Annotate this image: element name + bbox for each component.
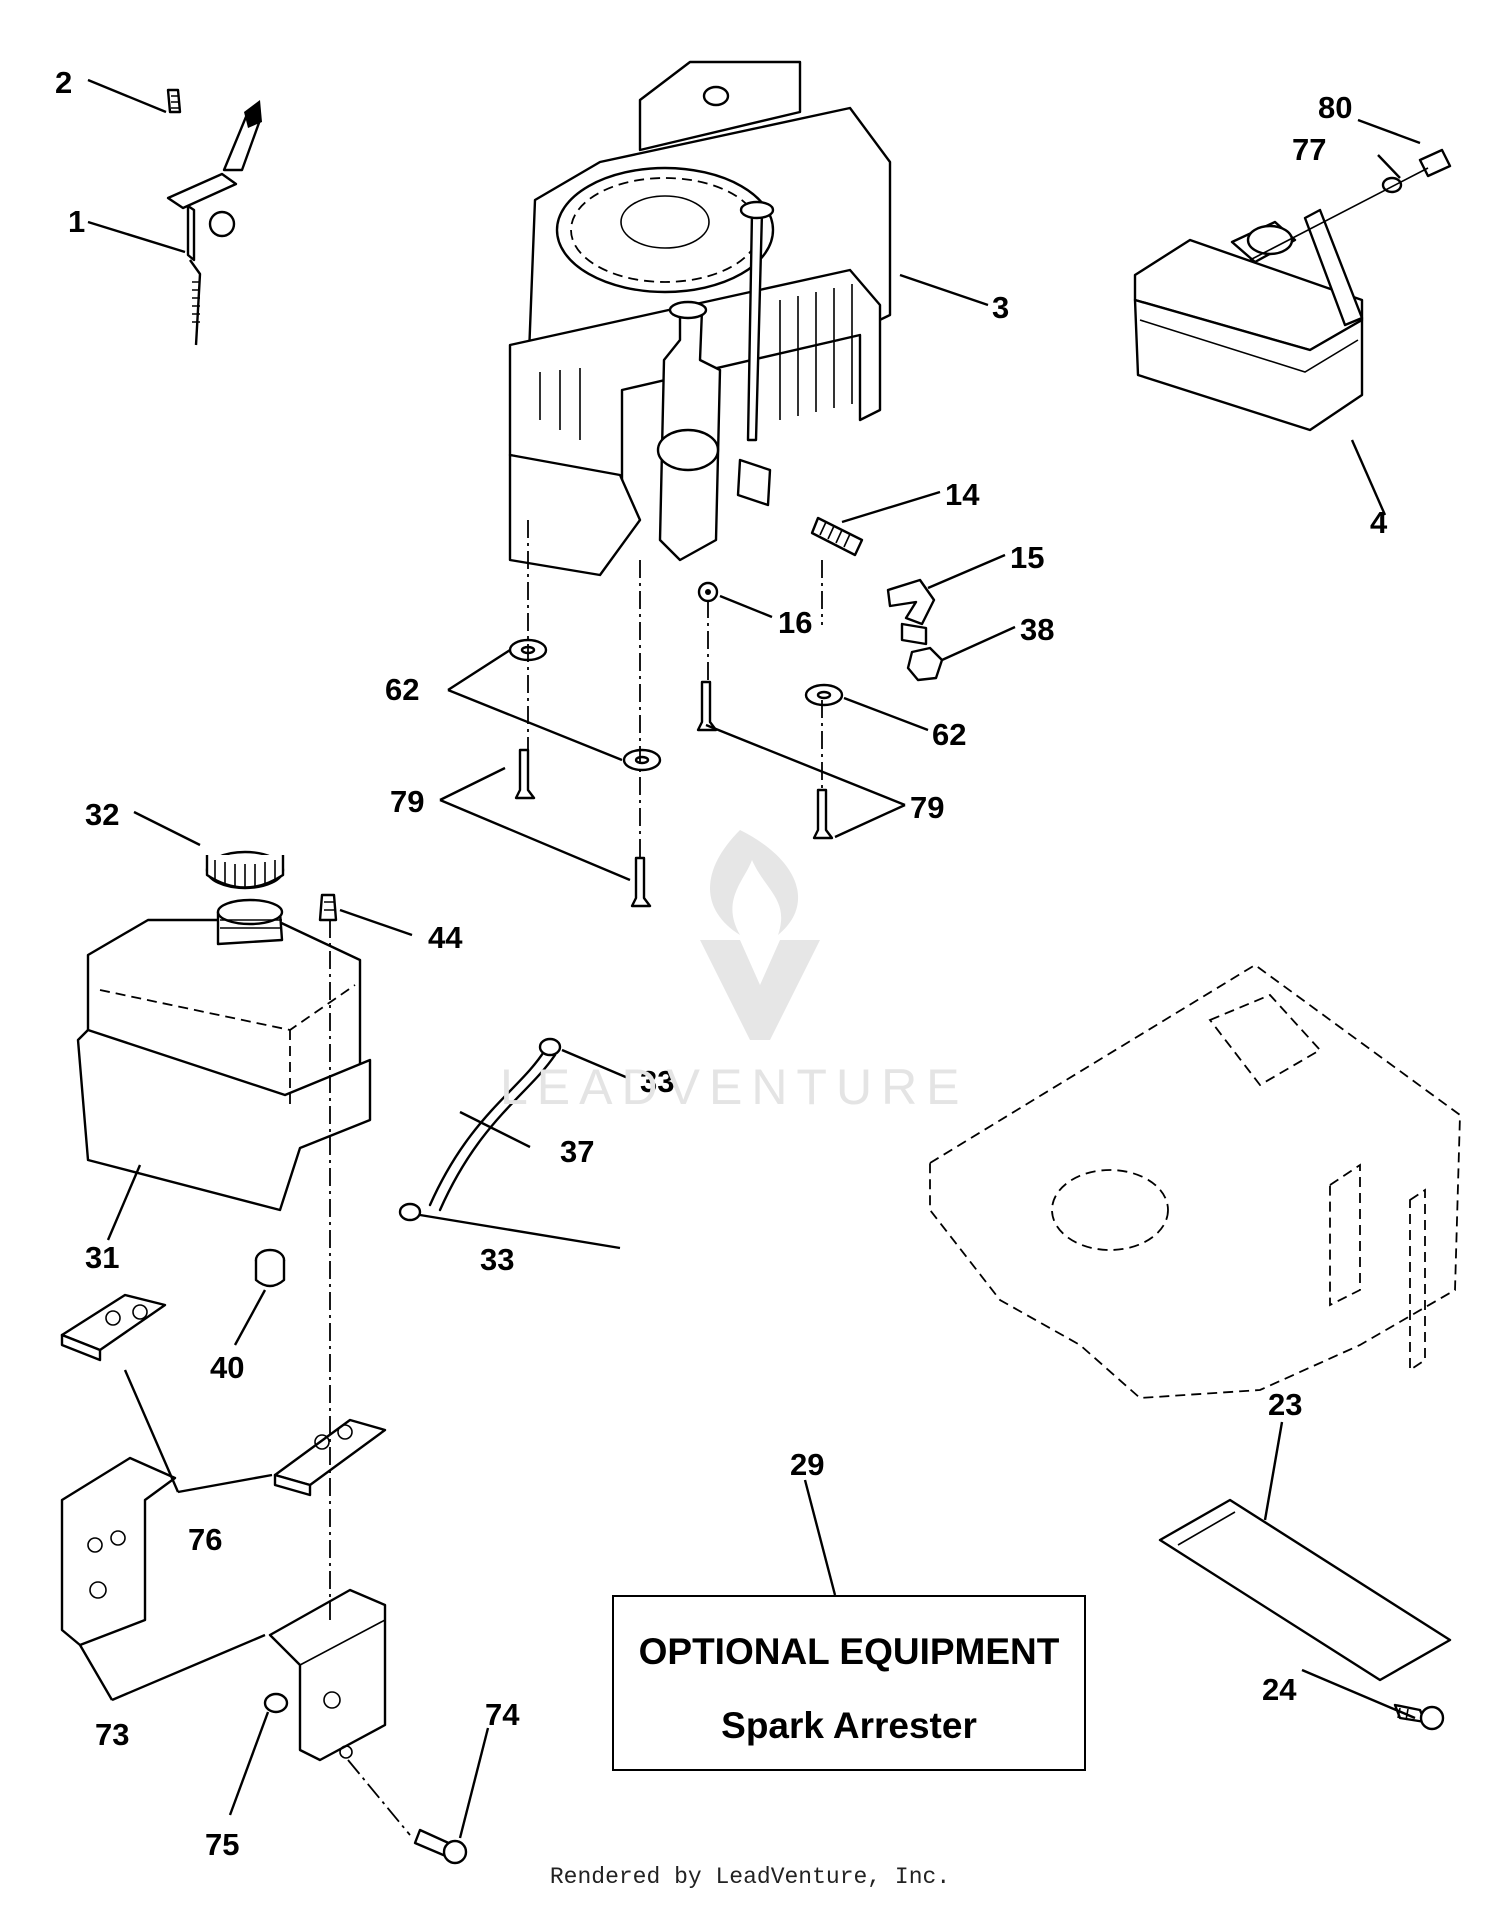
chassis-frame bbox=[929, 963, 1461, 1399]
fuel-tank bbox=[76, 850, 372, 1212]
footer-credit: Rendered by LeadVenture, Inc. bbox=[549, 1864, 951, 1890]
callout-33-lower: 33 bbox=[480, 1242, 514, 1277]
callout-4: 4 bbox=[1370, 505, 1388, 540]
callout-labels: 2 1 3 4 14 15 16 38 62 62 79 79 77 80 32… bbox=[55, 65, 1388, 1862]
callout-80: 80 bbox=[1318, 90, 1352, 125]
callout-16: 16 bbox=[778, 605, 812, 640]
callout-32: 32 bbox=[85, 797, 119, 832]
callout-15: 15 bbox=[1010, 540, 1044, 575]
spark-arrester bbox=[1158, 1498, 1452, 1731]
callout-77: 77 bbox=[1292, 132, 1326, 167]
callout-37: 37 bbox=[560, 1134, 594, 1169]
callout-29: 29 bbox=[790, 1447, 824, 1482]
callout-74: 74 bbox=[485, 1697, 520, 1732]
callout-31: 31 bbox=[85, 1240, 119, 1275]
optional-equipment-title: OPTIONAL EQUIPMENT bbox=[638, 1631, 1060, 1672]
callout-62-left: 62 bbox=[385, 672, 419, 707]
throttle-control bbox=[166, 88, 262, 346]
callout-44: 44 bbox=[428, 920, 463, 955]
callout-40: 40 bbox=[210, 1350, 244, 1385]
spacer bbox=[254, 1248, 286, 1288]
callout-79-right: 79 bbox=[910, 790, 944, 825]
muffler bbox=[1133, 148, 1452, 432]
callout-75: 75 bbox=[205, 1827, 239, 1862]
callout-62-right: 62 bbox=[932, 717, 966, 752]
callout-2: 2 bbox=[55, 65, 72, 100]
callout-3: 3 bbox=[992, 290, 1009, 325]
callout-33-upper: 33 bbox=[640, 1064, 674, 1099]
watermark-logo bbox=[700, 830, 820, 1040]
callout-24: 24 bbox=[1262, 1672, 1297, 1707]
mounting-hardware bbox=[508, 520, 844, 908]
watermark-text: LEADVENTURE bbox=[500, 1059, 969, 1115]
callout-14: 14 bbox=[945, 477, 980, 512]
optional-equipment-box: OPTIONAL EQUIPMENT Spark Arrester bbox=[612, 1595, 1086, 1771]
brackets bbox=[60, 920, 468, 1865]
leader-lines bbox=[78, 78, 1421, 1839]
callout-76: 76 bbox=[188, 1522, 222, 1557]
callout-73: 73 bbox=[95, 1717, 129, 1752]
callout-79-left: 79 bbox=[390, 784, 424, 819]
drain-fittings bbox=[810, 516, 944, 682]
straps bbox=[60, 1293, 387, 1497]
fuel-line bbox=[398, 1037, 562, 1222]
optional-equipment-subtitle: Spark Arrester bbox=[721, 1705, 977, 1746]
callout-1: 1 bbox=[68, 204, 85, 239]
callout-38: 38 bbox=[1020, 612, 1054, 647]
callout-23: 23 bbox=[1268, 1387, 1302, 1422]
engine bbox=[508, 60, 892, 577]
